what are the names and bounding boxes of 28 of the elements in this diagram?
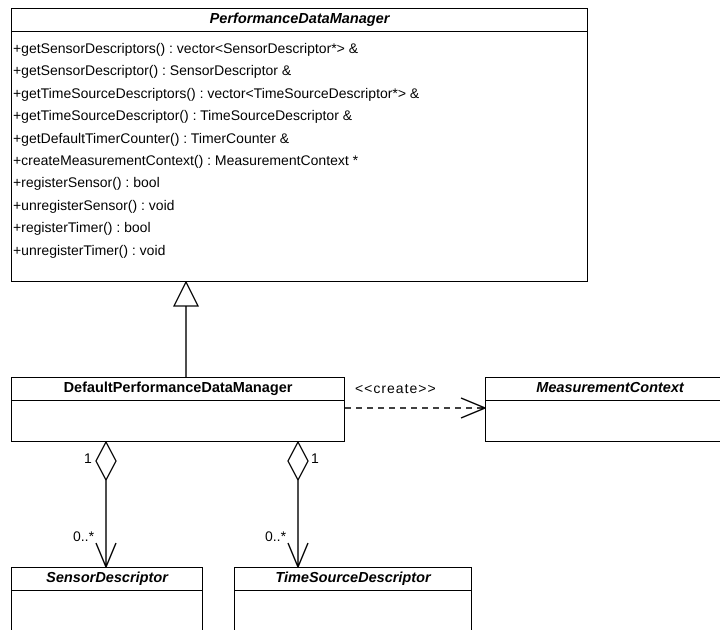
class-name: MeasurementContext — [536, 379, 684, 398]
method-signature: +getSensorDescriptor() : SensorDescriptor & — [13, 61, 292, 80]
method-signature: +getTimeSourceDescriptor() : TimeSourceDescriptor & — [13, 106, 352, 126]
class-box — [11, 8, 588, 282]
class-name: DefaultPerformanceDataManager — [64, 379, 292, 398]
method-signature: +getDefaultTimerCounter() : TimerCounter & — [13, 128, 290, 148]
method-signature: +unregisterTimer() : void — [13, 240, 166, 260]
aggregation-arrow — [287, 441, 309, 568]
multiplicity-label: 0..* — [73, 528, 94, 544]
method-signature: +unregisterSensor() : void — [13, 196, 174, 215]
class-box — [11, 567, 203, 630]
class-box — [485, 377, 720, 442]
method-signature: +registerTimer() : bool — [13, 218, 151, 238]
multiplicity-label: 1 — [311, 450, 319, 466]
inheritance-arrow — [173, 281, 199, 377]
multiplicity-label: 0..* — [265, 528, 286, 544]
class-name: TimeSourceDescriptor — [275, 569, 431, 588]
multiplicity-label: 1 — [84, 450, 92, 466]
class-box — [234, 567, 472, 630]
method-signature: +getSensorDescriptors() : vector<SensorDescriptor*> & — [13, 39, 358, 58]
method-signature: +createMeasurementContext() : MeasurementContext * — [13, 151, 358, 170]
class-name: SensorDescriptor — [46, 569, 168, 588]
dependency-arrow — [345, 397, 486, 419]
class-name: PerformanceDataManager — [210, 10, 390, 29]
method-signature: +registerSensor() : bool — [13, 173, 160, 192]
aggregation-arrow — [95, 441, 117, 568]
class-box — [11, 377, 345, 442]
method-signature: +getTimeSourceDescriptors() : vector<TimeSourceDescriptor*> & — [13, 84, 420, 103]
